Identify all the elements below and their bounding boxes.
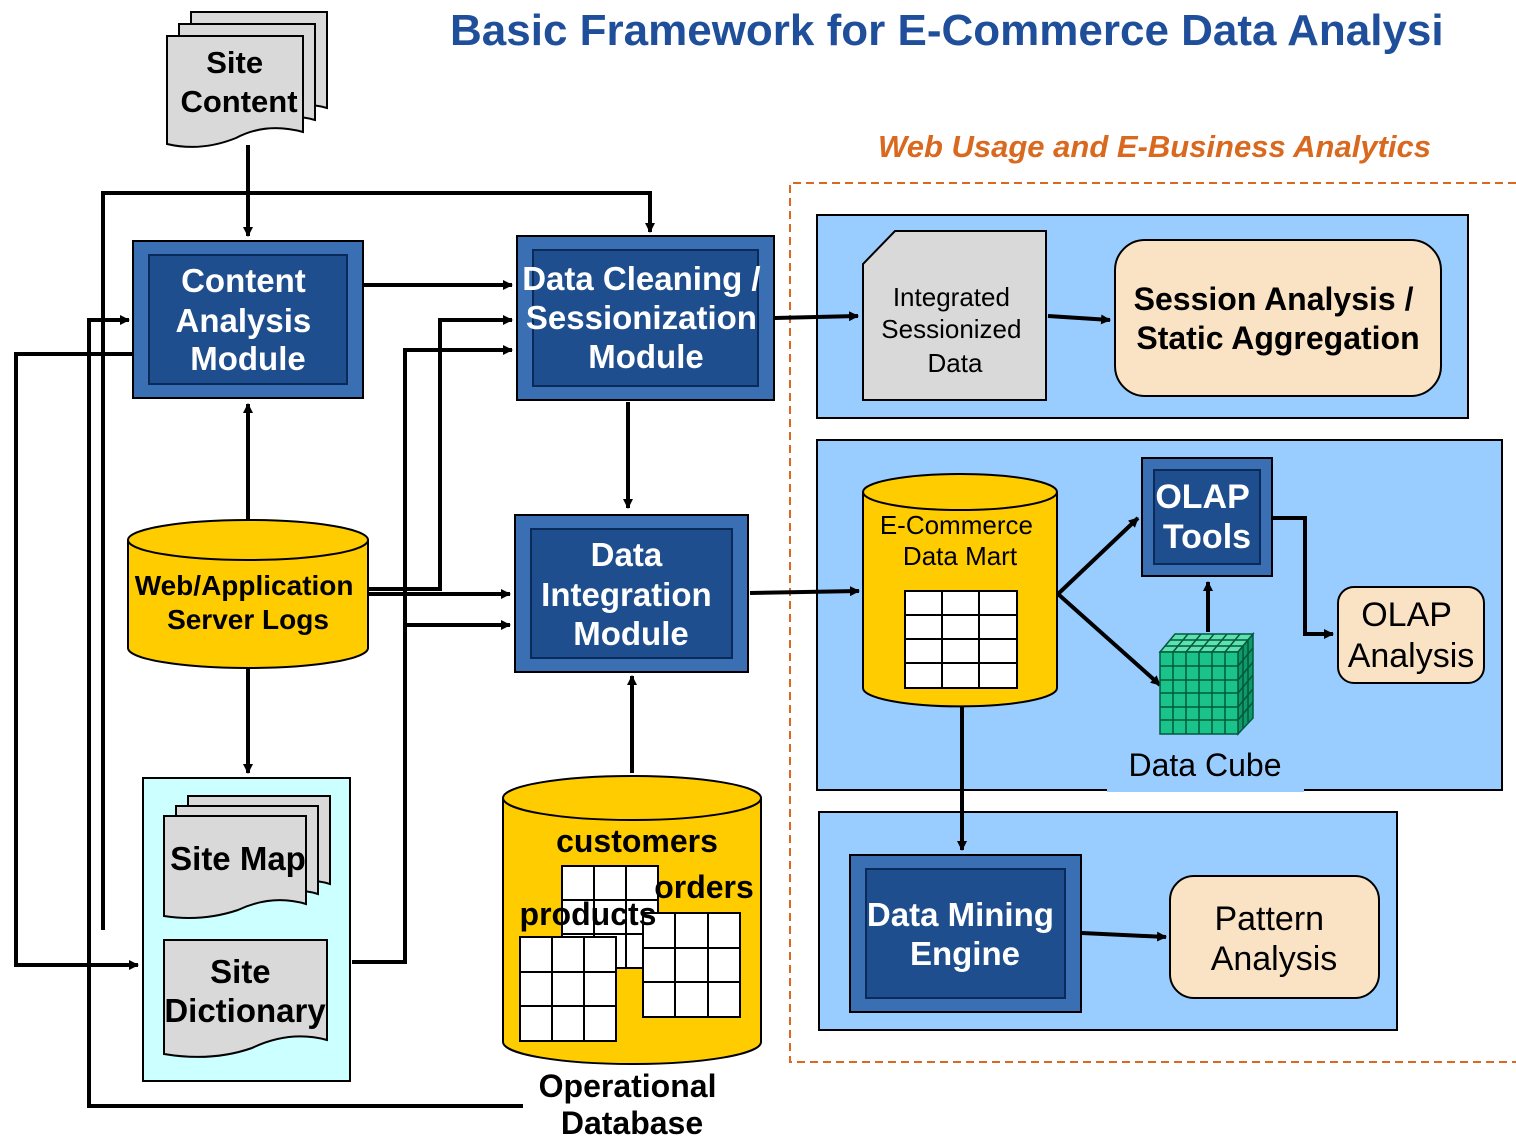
data-mart-db: E-Commerce Data Mart [862, 473, 1058, 708]
session-analysis-box: Session Analysis / Static Aggregation [1114, 239, 1442, 397]
session-analysis-label: Static Aggregation [1136, 320, 1419, 356]
pattern-analysis-box: Pattern Analysis [1169, 875, 1380, 999]
connectors [14, 145, 1334, 1108]
svg-text:Content Analysis M: Content Analysis Module [176, 262, 321, 377]
data-cube-label: Data Cube [1129, 747, 1282, 783]
svg-text:Site Content: Site Content [180, 45, 297, 119]
operational-db-caption: Database [561, 1105, 703, 1139]
site-dictionary-doc: Site Dictionary [163, 939, 328, 1058]
integrated-data-label: Sessionized [881, 314, 1021, 344]
svg-text:Data Cleaning / Sessioni: Data Cleaning / Sessionization Module [522, 260, 770, 375]
svg-text:Web/Application Server L: Web/Application Server Logs [135, 570, 362, 635]
data-cleaning-module: Data Cleaning / Sessionization Module [516, 235, 775, 401]
customers-label: customers [556, 823, 718, 859]
orders-table [642, 912, 741, 1018]
olap-tools-label: Tools [1163, 518, 1251, 556]
svg-text:E-Commerce Data Mart: E-Commerce Data Mart [880, 510, 1040, 571]
data-cube-icon [1158, 631, 1255, 736]
content-analysis-module: Content Analysis Module [132, 240, 364, 399]
data-cleaning-label: Data Cleaning / [522, 260, 760, 297]
server-logs-db: Web/Application Server Logs [127, 519, 369, 669]
orders-label: orders [654, 869, 754, 905]
data-cleaning-label: Module [588, 338, 703, 375]
olap-analysis-label: Analysis [1348, 637, 1475, 675]
products-table [519, 936, 617, 1042]
site-content-label: Content [180, 84, 297, 119]
content-analysis-label: Analysis [176, 302, 312, 339]
svg-text:Pattern Analysis: Pattern Analysis [1211, 900, 1338, 978]
site-content-doc: Site Content [166, 11, 328, 148]
analytics-region-border [789, 182, 1516, 1063]
data-integration-label: Module [573, 615, 688, 652]
data-integration-label: Integration [541, 576, 712, 613]
data-mart-table [904, 590, 1018, 689]
site-dictionary-label: Dictionary [164, 992, 326, 1029]
session-analysis-label: Session Analysis / [1134, 281, 1414, 317]
operational-db: customers orders products Operational Da… [502, 775, 762, 1139]
pattern-analysis-label: Pattern [1214, 900, 1324, 938]
olap-analysis-label: OLAP [1361, 596, 1451, 634]
svg-text:OLAP Tools: OLAP Tools [1155, 478, 1258, 556]
svg-text:OLAP Analysis: OLAP Analysis [1348, 596, 1475, 675]
data-cleaning-label: Sessionization [526, 299, 757, 336]
content-analysis-label: Module [190, 340, 305, 377]
data-integration-label: Data [591, 536, 663, 573]
server-logs-label: Server Logs [167, 604, 329, 635]
olap-analysis-box: OLAP Analysis [1337, 586, 1485, 684]
olap-tools-module: OLAP Tools [1141, 457, 1273, 577]
integrated-data-doc: Integrated Sessionized Data [862, 230, 1047, 401]
svg-text:Data Mining Engine: Data Mining Engine [867, 896, 1063, 972]
pattern-analysis-label: Analysis [1211, 940, 1338, 978]
integrated-data-label: Data [928, 348, 983, 378]
server-logs-label: Web/Application [135, 570, 354, 601]
diagram-title: Basic Framework for E-Commerce Data Anal… [450, 6, 1444, 55]
svg-text:Data Integration M: Data Integration Module [541, 536, 721, 652]
olap-tools-label: OLAP [1155, 478, 1249, 516]
site-map-label: Site Map [170, 840, 306, 877]
integrated-data-label: Integrated [893, 282, 1010, 312]
svg-text:Site Dictionary: Site Dictionary [164, 953, 326, 1029]
svg-text:Operational Database: Operational Database [539, 1068, 726, 1139]
data-integration-module: Data Integration Module [514, 514, 749, 673]
analytics-region-label: Web Usage and E-Business Analytics [878, 129, 1431, 164]
site-content-label: Site [206, 45, 263, 80]
site-map-doc: Site Map [163, 795, 331, 919]
data-mining-label: Data Mining [867, 896, 1054, 933]
svg-text:Session Analysis / Stati: Session Analysis / Static Aggregation [1134, 281, 1423, 356]
products-label: products [520, 896, 657, 932]
data-mart-label: E-Commerce [880, 510, 1033, 540]
svg-text:Integrated Sessionized: Integrated Sessionized Data [881, 282, 1028, 378]
data-mining-label: Engine [910, 935, 1020, 972]
site-dictionary-label: Site [210, 953, 271, 990]
data-mining-engine: Data Mining Engine [849, 854, 1082, 1013]
content-analysis-label: Content [181, 262, 306, 299]
data-cube-label-bg [1107, 744, 1304, 792]
data-mart-label: Data Mart [903, 541, 1018, 571]
operational-db-caption: Operational [539, 1068, 717, 1104]
